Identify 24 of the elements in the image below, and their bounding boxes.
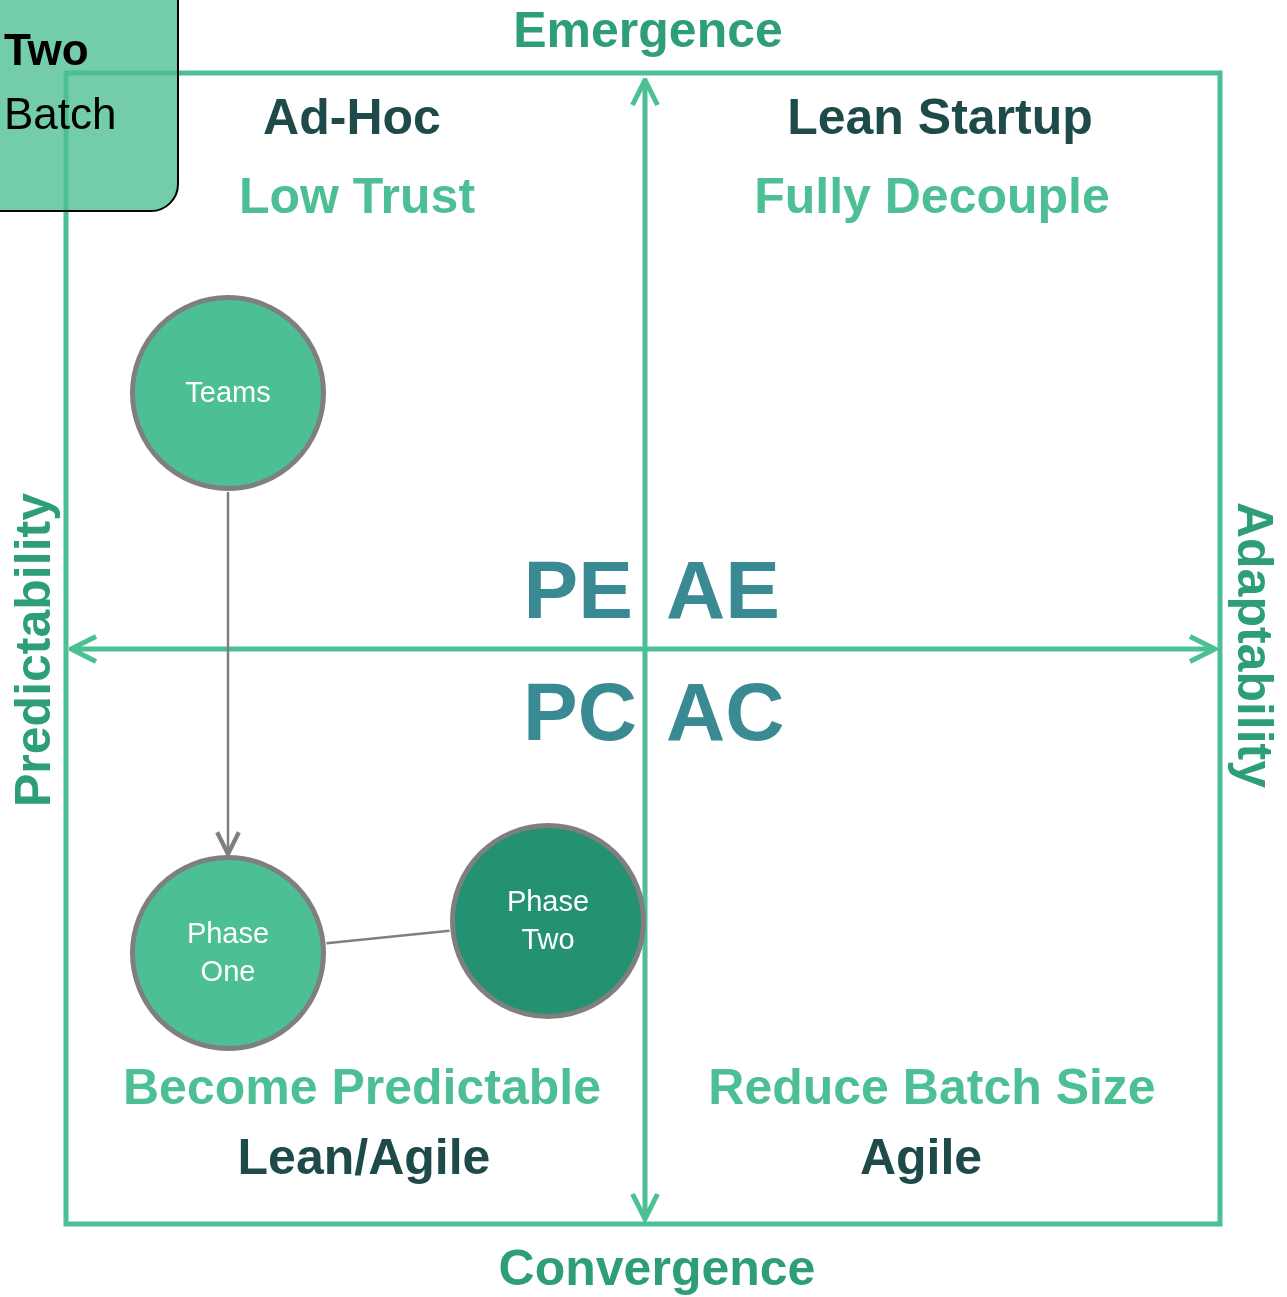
group-title: Two bbox=[4, 24, 89, 76]
group-subtitle: Batch bbox=[4, 87, 117, 140]
node-label: Teams bbox=[184, 375, 272, 411]
quadrant-subtitle: Fully Decouple bbox=[754, 171, 1110, 221]
quadrant-subtitle: Become Predictable bbox=[123, 1062, 601, 1112]
axis-label: Convergence bbox=[498, 1243, 816, 1293]
quadrant-title: Agile bbox=[859, 1132, 983, 1182]
axis-label: Predictability bbox=[8, 493, 58, 807]
node-label: Phase One bbox=[185, 916, 271, 989]
group-box bbox=[0, 0, 179, 212]
quadrant-code: PE bbox=[523, 549, 633, 631]
axis-label: Adaptability bbox=[1230, 501, 1280, 789]
quadrant-code: AC bbox=[666, 671, 785, 753]
quadrant-title: Lean/Agile bbox=[237, 1132, 491, 1182]
connector-line bbox=[326, 929, 450, 945]
axis-label: Emergence bbox=[513, 5, 783, 55]
quadrant-code: AE bbox=[666, 549, 780, 631]
quadrant-code: PC bbox=[523, 671, 637, 753]
quadrant-subtitle: Reduce Batch Size bbox=[708, 1062, 1156, 1112]
quadrant-title: Ad-Hoc bbox=[263, 92, 441, 142]
quadrant-title: Lean Startup bbox=[787, 92, 1093, 142]
node-label: Phase Two bbox=[505, 884, 591, 957]
quadrant-subtitle: Low Trust bbox=[238, 171, 476, 221]
arrow bbox=[215, 492, 241, 857]
